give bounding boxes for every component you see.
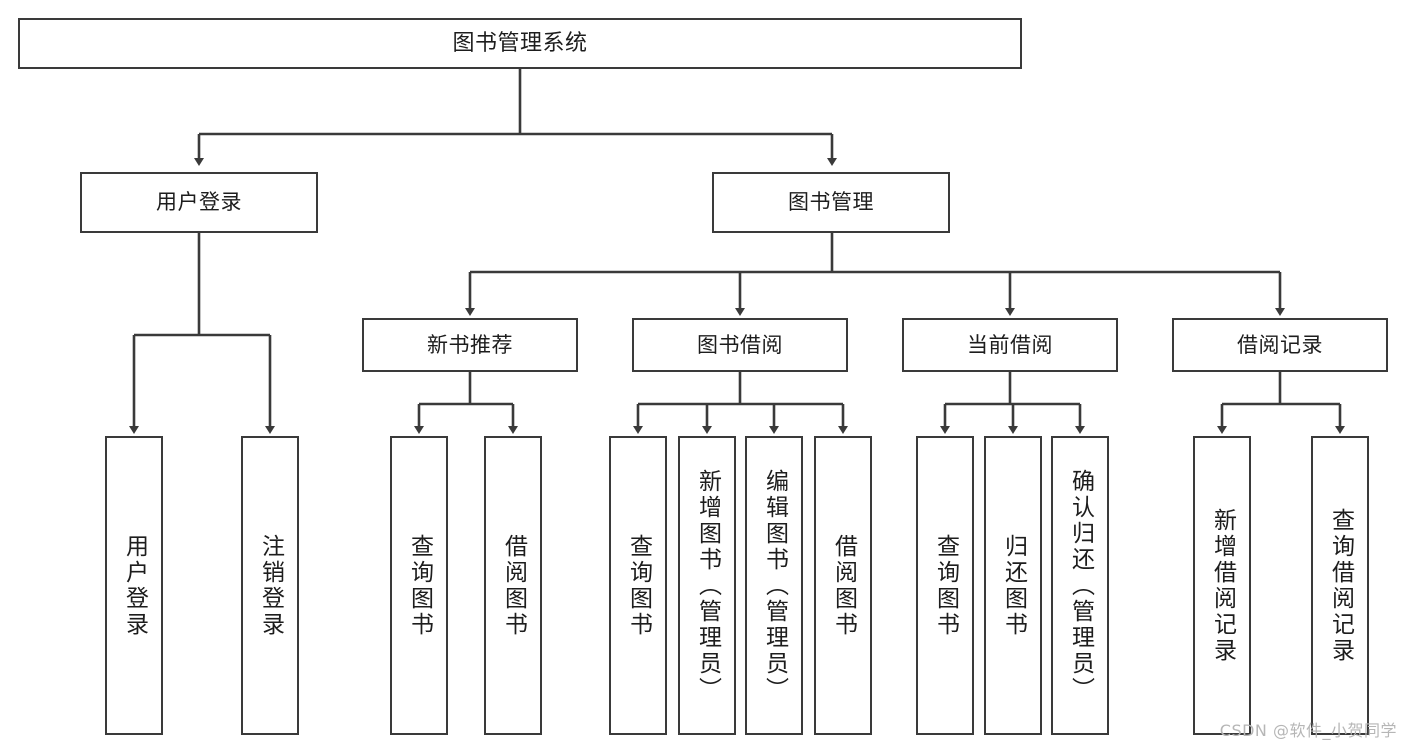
node-label: 当前借阅 [967,332,1053,357]
node-label: 借阅图书 [500,533,527,638]
leaf-return-book[interactable]: 归还图书 [984,436,1042,735]
leaf-query-borrow-record[interactable]: 查询借阅记录 [1311,436,1369,735]
leaf-user-login[interactable]: 用户登录 [105,436,163,735]
leaf-query-book-recommend[interactable]: 查询图书 [390,436,448,735]
csdn-watermark: CSDN @软件_小贺同学 [1219,721,1397,740]
node-new-book-recommend[interactable]: 新书推荐 [362,318,578,372]
node-user-login[interactable]: 用户登录 [80,172,318,233]
node-label: 查询图书 [406,533,433,638]
node-book-management[interactable]: 图书管理 [712,172,950,233]
node-root-system[interactable]: 图书管理系统 [18,18,1022,69]
node-borrow-record[interactable]: 借阅记录 [1172,318,1388,372]
node-label: 编辑图书（管理员） [761,468,788,703]
node-label: 查询图书 [625,533,652,638]
node-label: 归还图书 [1000,533,1027,638]
node-label: 查询借阅记录 [1327,507,1354,664]
node-current-borrow[interactable]: 当前借阅 [902,318,1118,372]
leaf-borrow-book-recommend[interactable]: 借阅图书 [484,436,542,735]
node-label: 图书借阅 [697,332,783,357]
node-label: 新书推荐 [427,332,513,357]
leaf-add-book-admin[interactable]: 新增图书（管理员） [678,436,736,735]
leaf-add-borrow-record[interactable]: 新增借阅记录 [1193,436,1251,735]
node-book-borrow[interactable]: 图书借阅 [632,318,848,372]
node-label: 新增借阅记录 [1209,507,1236,664]
node-label: 借阅记录 [1237,332,1323,357]
node-label: 用户登录 [121,533,148,638]
node-label: 新增图书（管理员） [694,468,721,703]
leaf-query-book-borrow[interactable]: 查询图书 [609,436,667,735]
node-label: 图书管理 [788,190,874,215]
node-label: 查询图书 [932,533,959,638]
node-label: 确认归还（管理员） [1067,468,1094,703]
node-label: 借阅图书 [830,533,857,638]
leaf-confirm-return-admin[interactable]: 确认归还（管理员） [1051,436,1109,735]
node-label: 注销登录 [257,533,284,638]
leaf-logout[interactable]: 注销登录 [241,436,299,735]
node-label: 图书管理系统 [452,30,588,56]
leaf-borrow-book[interactable]: 借阅图书 [814,436,872,735]
leaf-query-book-current[interactable]: 查询图书 [916,436,974,735]
node-label: 用户登录 [156,190,242,215]
leaf-edit-book-admin[interactable]: 编辑图书（管理员） [745,436,803,735]
